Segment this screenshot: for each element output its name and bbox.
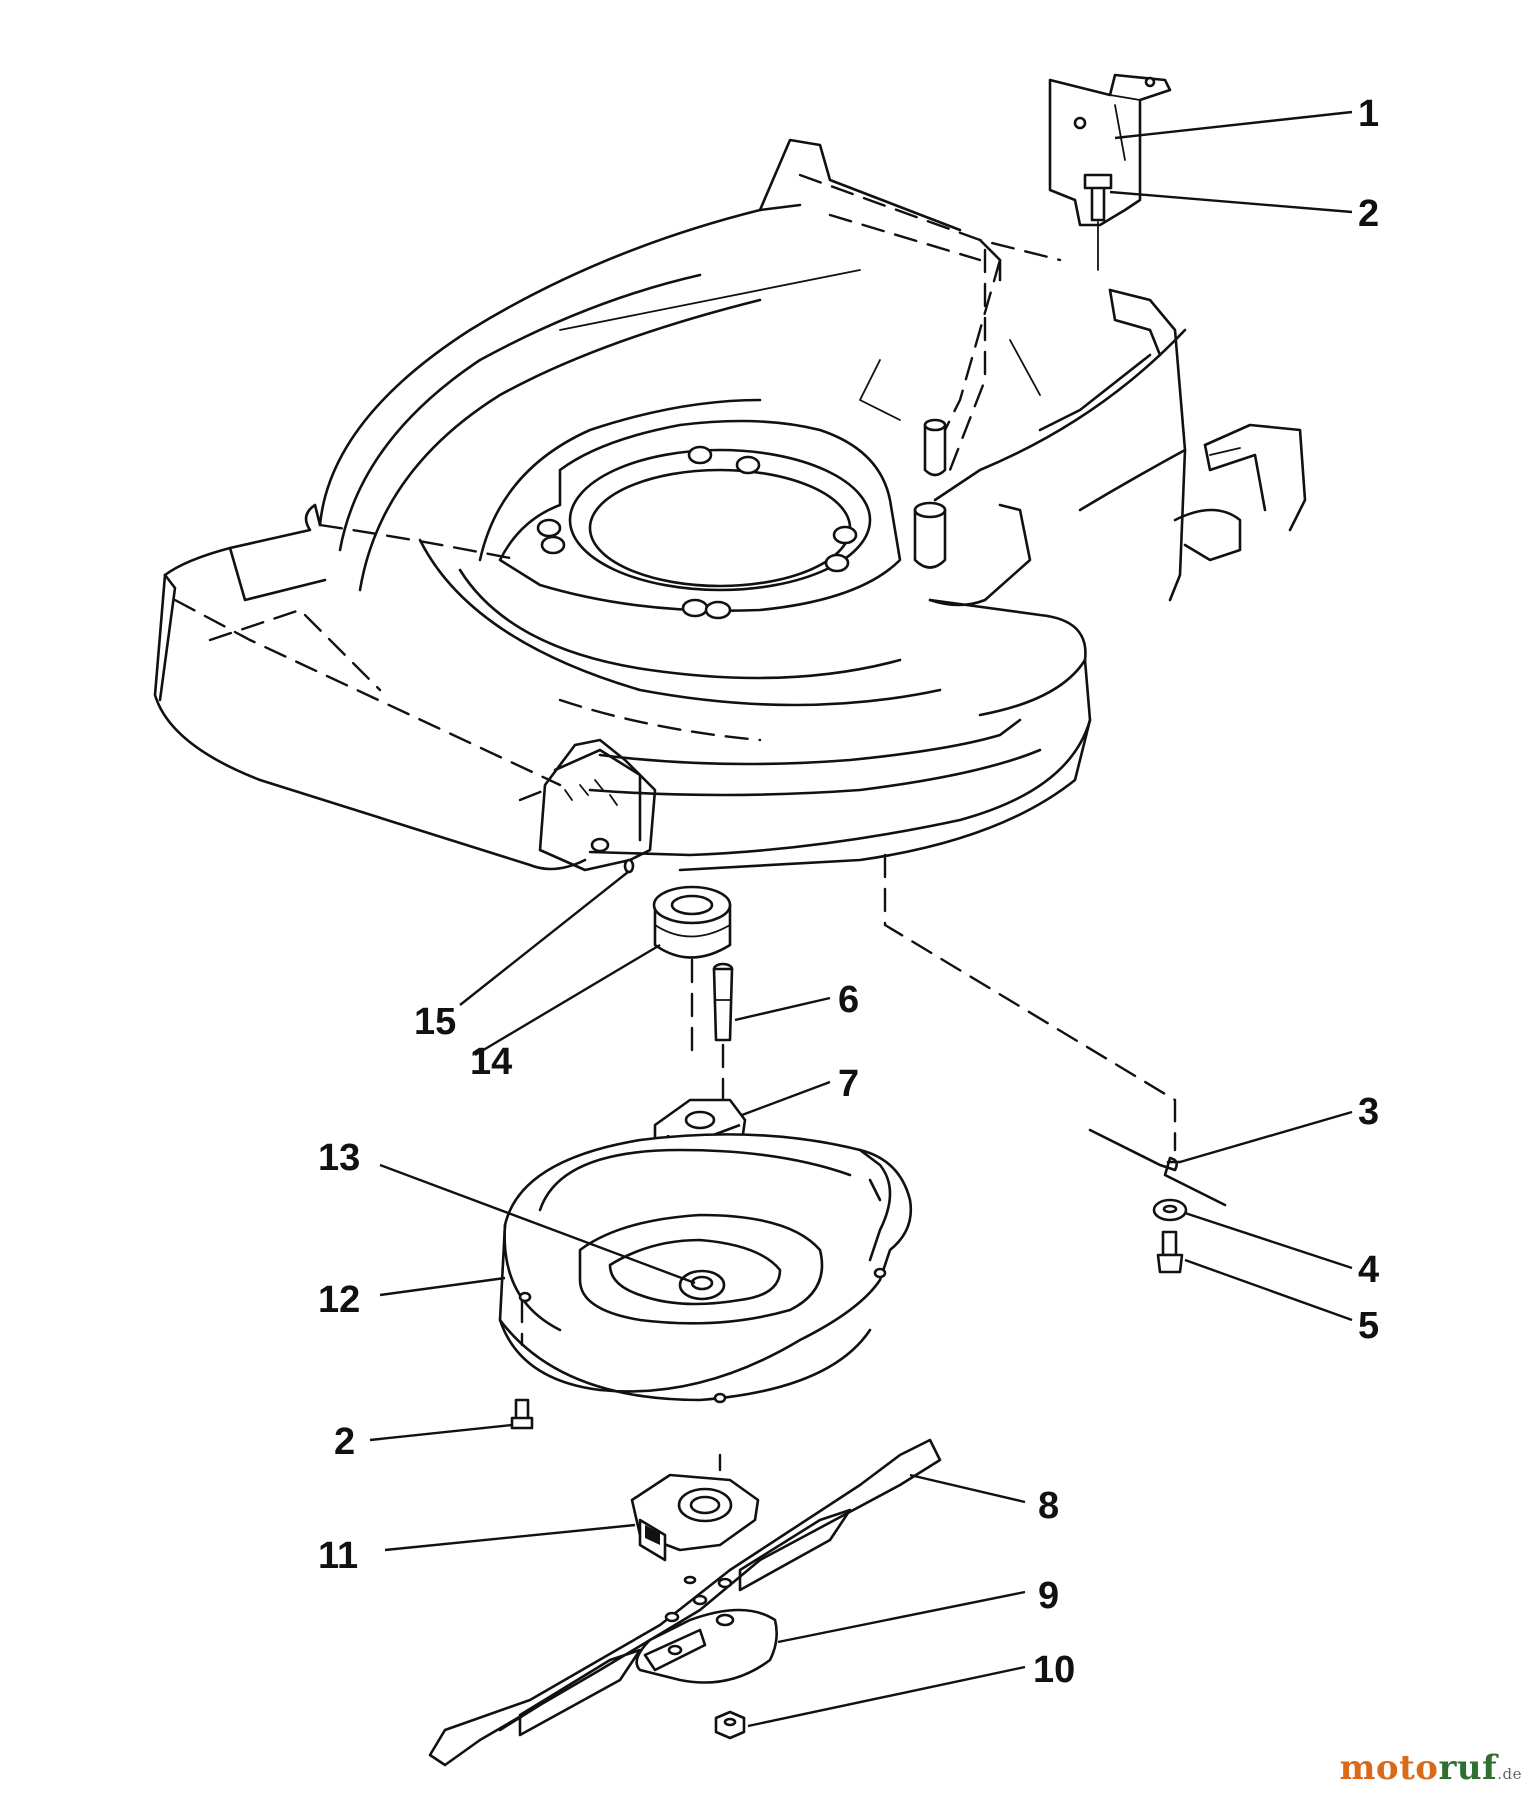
part-14-bearing-pulley [652,885,732,959]
part-6-pin [712,962,734,1112]
part-5-bolt [1156,1230,1184,1274]
watermark-part2: ruf [1438,1748,1498,1788]
callout-12: 12 [318,1279,360,1321]
part-2-bolt-lower [510,1398,534,1430]
part-2-bolt-top [1083,173,1113,271]
callout-14: 14 [470,1041,512,1083]
part-3-spring [1088,1128,1227,1207]
callout-4: 4 [1358,1249,1379,1291]
callout-13: 13 [318,1137,360,1179]
part-9-stiffener [635,1608,778,1684]
part-10-nut [714,1710,746,1740]
callout-3: 3 [1358,1091,1379,1133]
callout-2-lower: 2 [334,1421,355,1463]
part-11-blade-hub [630,1453,760,1562]
part-4-washer [1152,1198,1188,1222]
callout-1: 1 [1358,93,1379,135]
motor-mount-holes [536,445,858,620]
callout-9: 9 [1038,1575,1059,1617]
callout-15: 15 [414,1001,456,1043]
callout-11: 11 [318,1535,358,1577]
part-8-blade [428,1438,942,1767]
callout-8: 8 [1038,1485,1059,1527]
watermark-part1: moto [1339,1748,1439,1788]
leader-lines [369,110,1353,1728]
callout-6: 6 [838,979,859,1021]
callout-7: 7 [838,1063,859,1105]
callout-labels: 1 2 3 4 5 6 7 8 9 10 11 12 13 14 15 2 [318,93,1379,1691]
part-1-rear-bracket [1048,73,1172,227]
watermark: motoruf.de [1339,1748,1522,1788]
callout-5: 5 [1358,1305,1379,1347]
callout-2-top: 2 [1358,193,1379,235]
part-12-baffle [498,1133,913,1404]
mower-deck-housing [153,138,1307,872]
watermark-part3: .de [1497,1765,1522,1783]
part-15-pin [623,858,635,874]
callout-10: 10 [1033,1649,1075,1691]
